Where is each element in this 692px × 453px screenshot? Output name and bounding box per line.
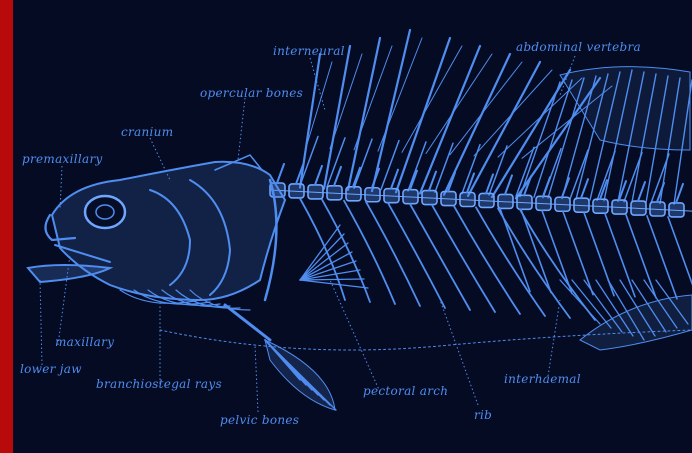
label-pectoral-arch: pectoral arch <box>363 384 448 398</box>
neural-spine <box>638 182 645 201</box>
label-interhaemal: interhaemal <box>504 372 581 386</box>
dorsal-spine <box>348 38 380 190</box>
leader-line <box>255 345 258 412</box>
leader-line <box>238 98 245 160</box>
leader-line <box>40 280 42 365</box>
label-maxillary: maxillary <box>55 335 114 349</box>
neural-spine <box>391 170 398 189</box>
anal-fin-outline <box>580 295 692 350</box>
neural-spine <box>486 174 493 193</box>
neural-spine <box>353 168 360 187</box>
pelvic-fin-outline <box>265 340 335 410</box>
rib-bone <box>388 203 445 308</box>
interneural-bone <box>300 137 318 186</box>
interneural-bone <box>570 150 588 199</box>
haemal-spine <box>668 217 692 300</box>
dorsal-spine-web <box>306 62 332 148</box>
pectoral-fin-ray <box>300 243 348 280</box>
dorsal-spine-web <box>426 54 492 154</box>
label-branchiostegal-rays: branchiostegal rays <box>96 377 222 391</box>
neural-spine <box>562 178 569 197</box>
label-rib: rib <box>474 408 492 422</box>
label-interneural: interneural <box>273 44 345 58</box>
label-cranium: cranium <box>121 125 173 139</box>
eye-orbit <box>85 196 125 228</box>
label-pelvic-bones: pelvic bones <box>220 413 299 427</box>
skull-outline <box>52 162 285 300</box>
label-abdominal-vertebra: abdominal vertebra <box>516 40 641 54</box>
neural-spine <box>429 172 436 191</box>
rib-bone <box>366 202 420 306</box>
label-opercular-bones: opercular bones <box>200 86 303 100</box>
leader-line <box>330 280 380 392</box>
neural-spine <box>334 167 341 186</box>
label-lower-jaw: lower jaw <box>20 362 82 376</box>
neural-spine <box>315 166 322 185</box>
interneural-bone <box>381 141 399 190</box>
pectoral-fin-ray <box>300 279 364 280</box>
neural-spine <box>505 175 512 194</box>
pectoral-fin-ray <box>300 280 368 288</box>
rib-bone <box>520 210 595 321</box>
pectoral-fin-ray <box>300 225 340 280</box>
anal-fin-ray <box>572 280 611 328</box>
neural-spine <box>277 164 284 183</box>
neural-spine <box>410 171 417 190</box>
dorsal-spine-web <box>450 62 522 155</box>
dorsal-spine <box>324 46 350 189</box>
dorsal-spine-web <box>402 46 462 152</box>
anal-fin-ray <box>560 280 600 324</box>
label-premaxillary: premaxillary <box>22 152 103 166</box>
neural-spine <box>581 179 588 198</box>
rib-bone <box>322 200 370 302</box>
leader-line <box>548 300 560 376</box>
